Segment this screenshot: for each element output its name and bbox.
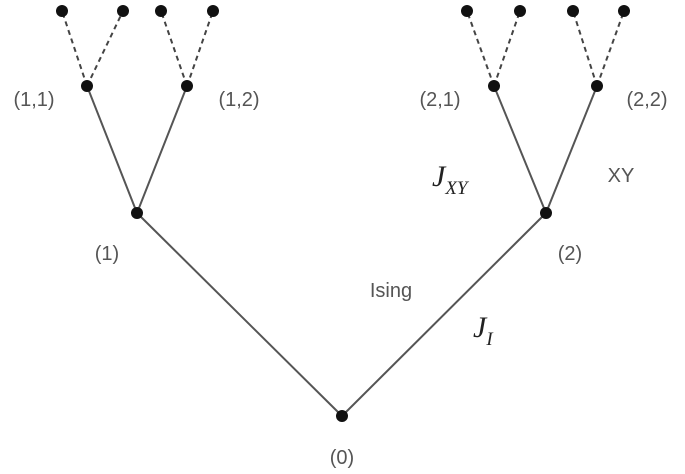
dashed-edge-11-b <box>86 10 124 87</box>
leaf-node <box>618 5 630 17</box>
tree-edges <box>86 85 598 417</box>
tree-dashed-edges <box>61 10 625 87</box>
ising-label: Ising <box>370 280 412 302</box>
leaf-node <box>514 5 526 17</box>
edge-0-2 <box>341 212 547 417</box>
dashed-edge-11-a <box>61 10 88 87</box>
xy-label: XY <box>608 165 635 187</box>
coupling-j-xy-symbol: J <box>432 160 447 193</box>
dashed-edge-22-a <box>572 10 598 87</box>
node-labels: (0) (1) (2) (1,1) (1,2) (2,1) (2,2) <box>13 89 667 469</box>
node-1 <box>131 207 143 219</box>
edge-1-11 <box>86 85 138 214</box>
edge-2-21 <box>493 85 547 214</box>
node-2 <box>540 207 552 219</box>
coupling-j-i: JI <box>473 311 494 350</box>
node-1-2 <box>181 80 193 92</box>
leaf-node <box>155 5 167 17</box>
label-node-1-1: (1,1) <box>13 89 54 111</box>
dashed-edge-21-b <box>493 10 521 87</box>
label-node-2-2: (2,2) <box>626 89 667 111</box>
coupling-j-xy-subscript: XY <box>444 178 470 199</box>
leaf-node <box>56 5 68 17</box>
coupling-j-xy: JXY <box>432 160 470 199</box>
dashed-edge-12-b <box>186 10 214 87</box>
coupling-j-i-symbol: J <box>473 311 488 344</box>
leaf-node <box>461 5 473 17</box>
leaf-node <box>207 5 219 17</box>
leaf-node <box>117 5 129 17</box>
label-node-1-2: (1,2) <box>218 89 259 111</box>
node-1-1 <box>81 80 93 92</box>
leaf-node <box>567 5 579 17</box>
label-node-2-1: (2,1) <box>419 89 460 111</box>
label-node-2: (2) <box>558 243 582 265</box>
node-2-1 <box>488 80 500 92</box>
node-root <box>336 410 348 422</box>
coupling-j-i-subscript: I <box>485 329 494 350</box>
dashed-edge-22-b <box>596 10 625 87</box>
annotations: Ising XY JI JXY <box>370 160 634 350</box>
edge-1-12 <box>136 85 188 214</box>
node-2-2 <box>591 80 603 92</box>
label-node-1: (1) <box>95 243 119 265</box>
label-root: (0) <box>330 447 354 469</box>
dashed-edge-12-a <box>160 10 188 87</box>
tree-nodes <box>56 5 630 422</box>
edge-2-22 <box>545 85 598 214</box>
dashed-edge-21-a <box>466 10 495 87</box>
edge-0-1 <box>136 212 343 417</box>
